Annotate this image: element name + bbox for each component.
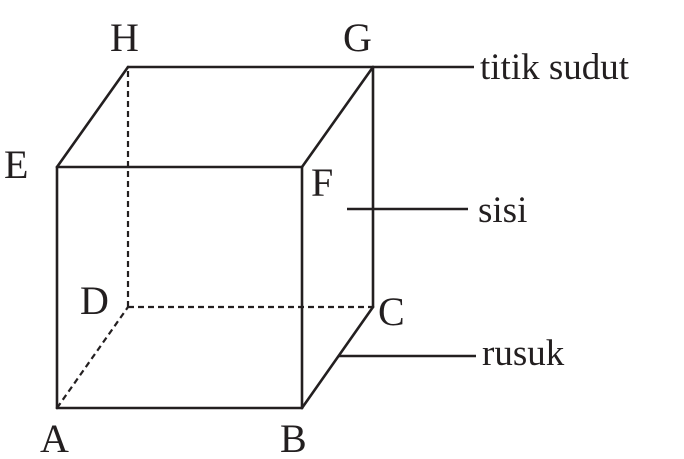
vertex-label-f: F	[311, 160, 333, 205]
edge-FG	[300, 65, 375, 169]
label-vertex-annotation: titik sudut	[480, 47, 630, 88]
vertex-label-e: E	[4, 142, 28, 187]
vertex-label-a: A	[40, 416, 69, 459]
vertex-label-b: B	[280, 416, 307, 459]
edge-AD	[56, 306, 129, 409]
label-edge-annotation: rusuk	[482, 333, 565, 374]
visible-edges	[55, 65, 375, 410]
annotation-labels: titik sudut sisi rusuk	[478, 47, 630, 374]
edge-BC	[300, 305, 375, 410]
annotation-pointers	[338, 65, 476, 358]
hidden-edges	[56, 67, 373, 409]
vertex-label-g: G	[343, 15, 372, 60]
vertex-label-c: C	[378, 289, 405, 334]
vertex-label-d: D	[80, 278, 109, 323]
edge-EH	[55, 65, 130, 169]
vertex-labels: H G E F D C A B	[4, 15, 405, 459]
label-face-annotation: sisi	[478, 190, 527, 231]
vertex-label-h: H	[110, 15, 139, 60]
